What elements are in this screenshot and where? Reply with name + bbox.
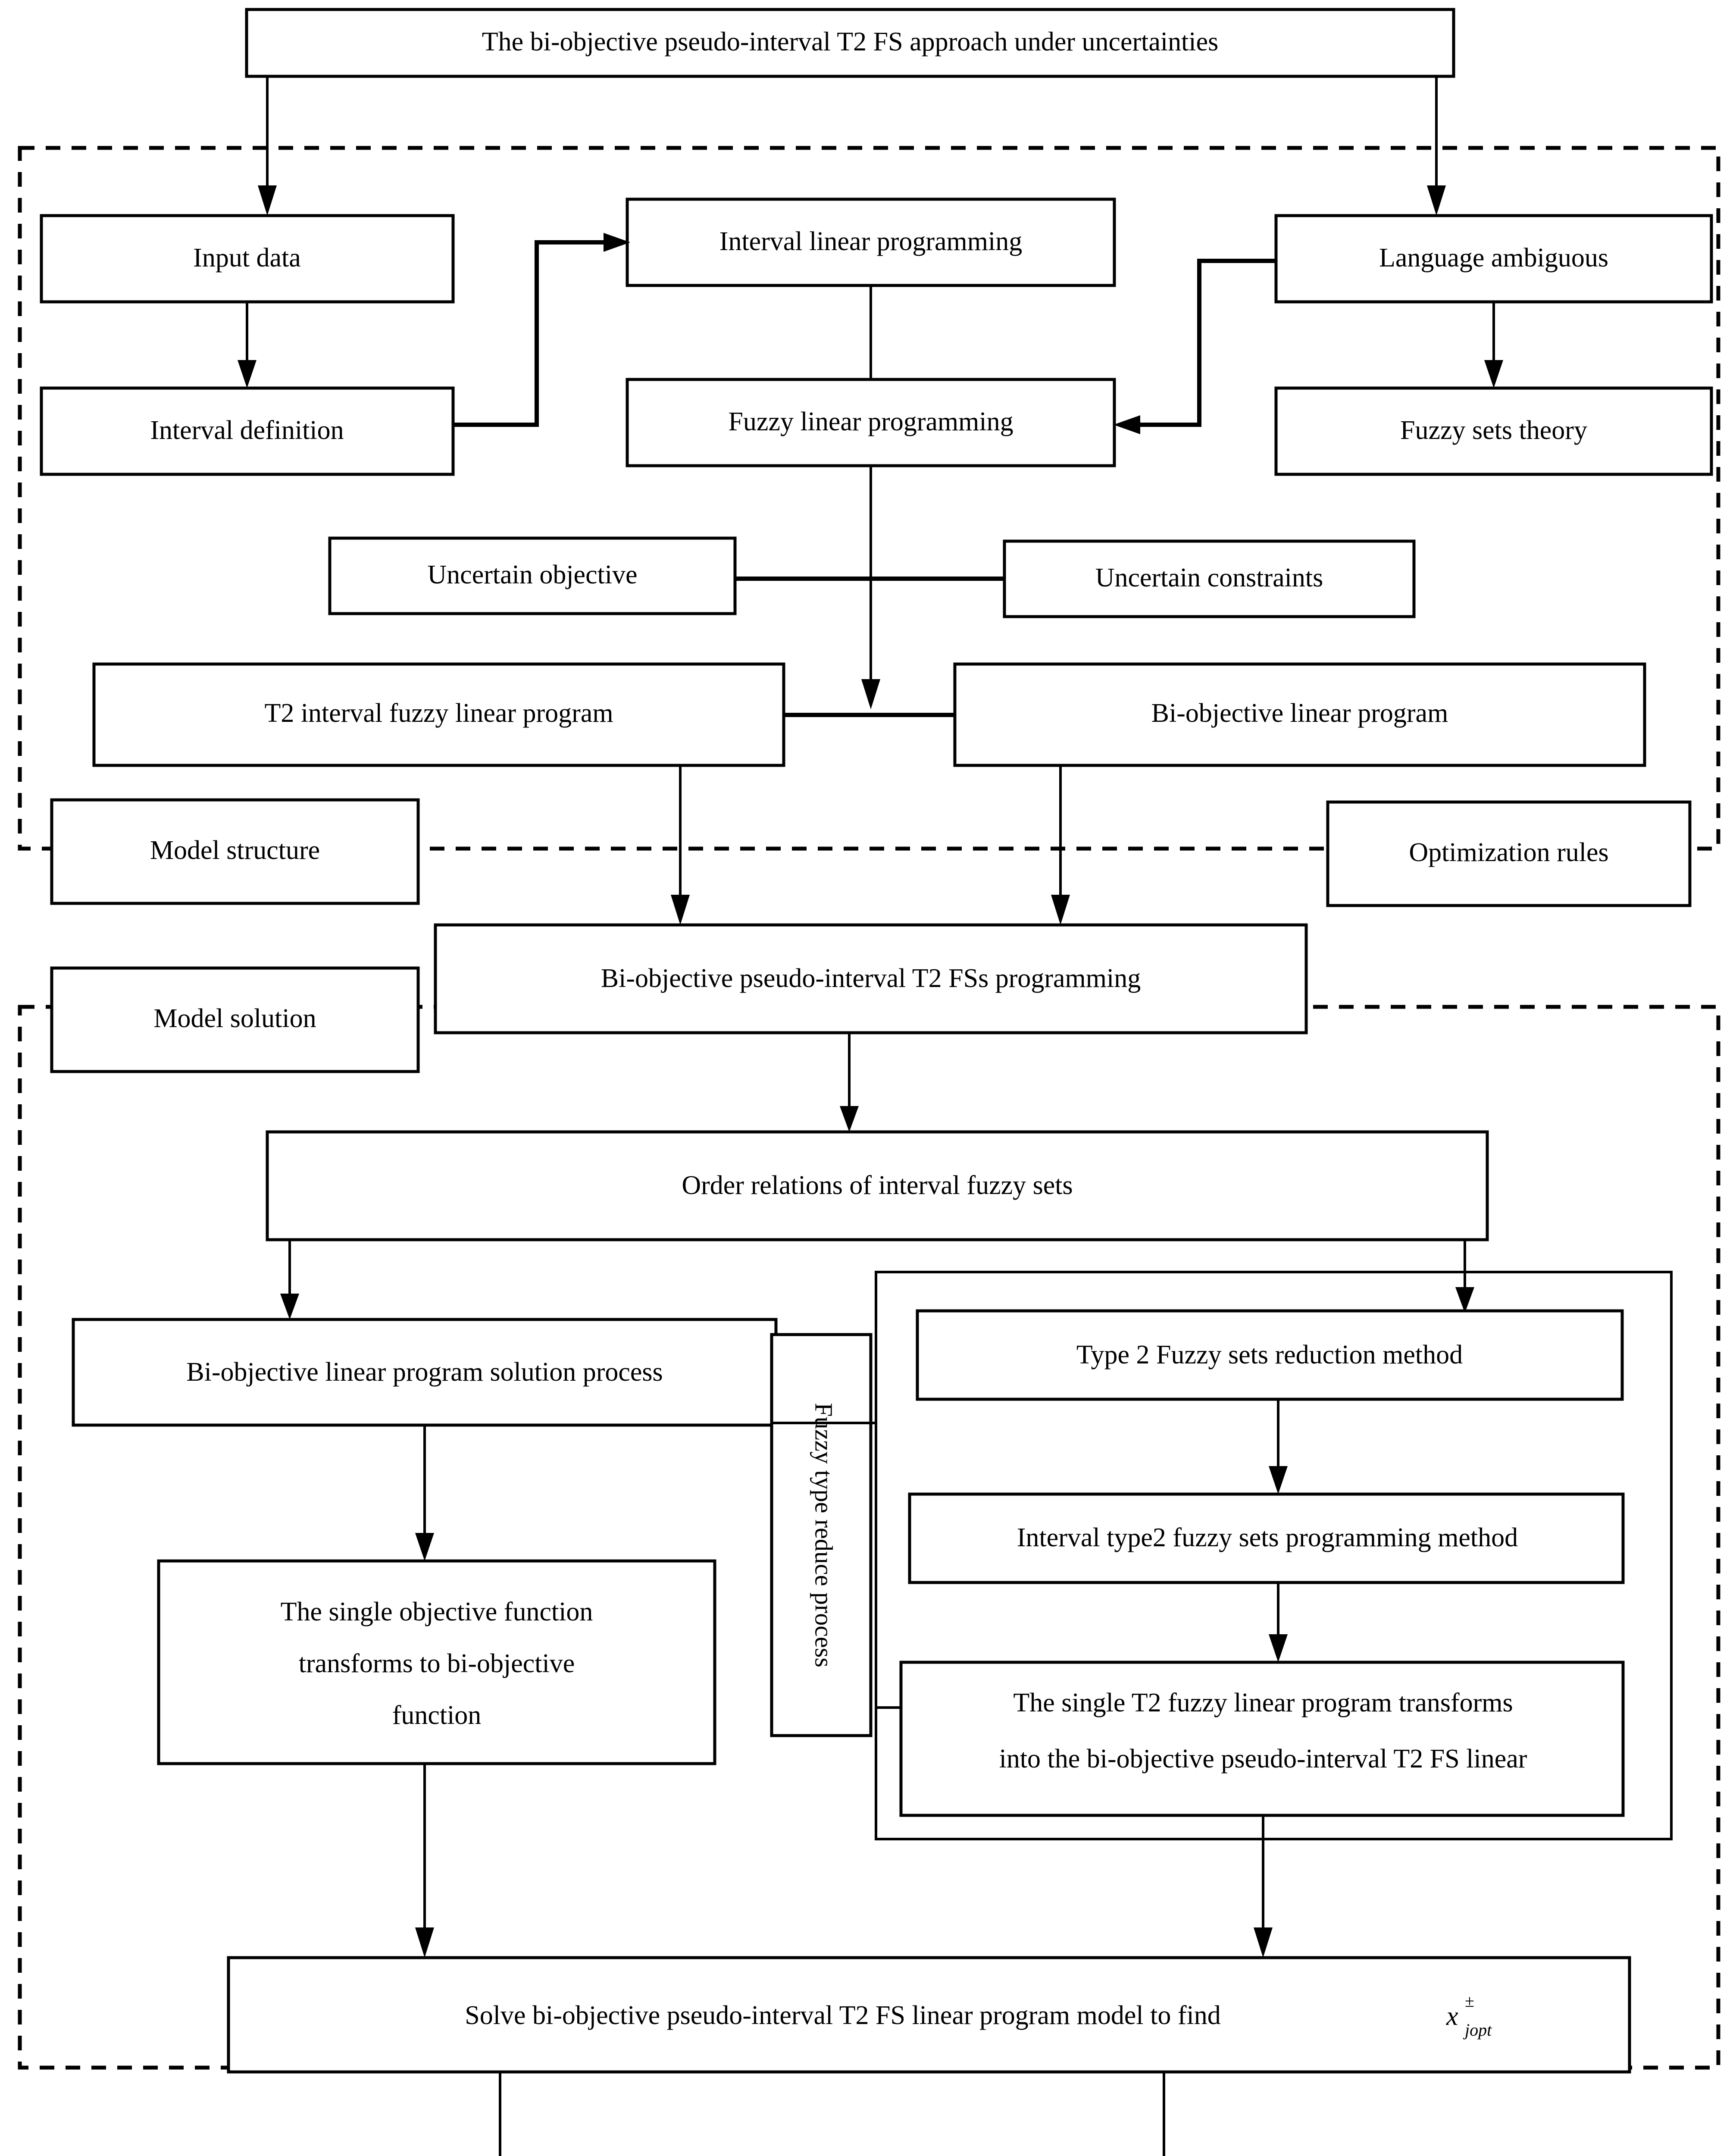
- edge-intervaldef-to-intervallp: [453, 240, 604, 427]
- order-relations-box: [266, 1130, 1489, 1241]
- uncertain-objective-box: [328, 536, 737, 615]
- fuzzy-type-reduce-process-box: [770, 1333, 873, 1737]
- arrowhead-language-to-fuzzylp: [1114, 415, 1140, 434]
- arrowhead-pseudointerval-to-orderrelations: [840, 1106, 859, 1132]
- single-t2-transform-line2: into the bi-objective pseudo-interval T2…: [999, 1744, 1527, 1774]
- arrowhead-t2-to-pseudointerval: [671, 895, 690, 925]
- language-ambiguous-label: Language ambiguous: [1379, 243, 1608, 273]
- type2-fuzzy-sets-reduction-method-box: [916, 1309, 1624, 1401]
- arrowhead-fuzzylp-to-t2row: [861, 679, 880, 709]
- fuzzy-linear-programming-label: Fuzzy linear programming: [728, 407, 1013, 436]
- solve-model-label: Solve bi-objective pseudo-interval T2 FS…: [465, 2001, 1220, 2030]
- solve-model-subscript: jopt: [1463, 2020, 1492, 2040]
- model-structure-box: [50, 798, 420, 905]
- pseudo-interval-t2-fss-programming-label: Bi-objective pseudo-interval T2 FSs prog…: [601, 964, 1141, 993]
- interval-definition-box: [40, 386, 455, 476]
- model-solution-label: Model solution: [153, 1004, 316, 1033]
- input-data-label: Input data: [193, 243, 301, 273]
- arrowhead-orderrelations-to-leftbranch: [280, 1294, 299, 1319]
- arrowhead-reduction-to-intervaltype2: [1269, 1466, 1288, 1494]
- pseudo-interval-t2-fss-programming-box: [434, 923, 1308, 1034]
- interval-type2-fuzzy-sets-programming-method-label: Interval type2 fuzzy sets programming me…: [1017, 1523, 1518, 1552]
- model-structure-region-boundary: [18, 146, 1720, 851]
- bi-objective-linear-program-label: Bi-objective linear program: [1151, 699, 1448, 728]
- arrowhead-inputdata-to-intervaldef: [238, 360, 256, 388]
- solve-model-superscript: ±: [1465, 1991, 1474, 2011]
- fuzzy-type-reduce-group-border: [875, 1271, 1673, 1840]
- fuzzy-sets-theory-box: [1274, 386, 1713, 476]
- fuzzy-sets-theory-label: Fuzzy sets theory: [1400, 416, 1587, 445]
- interval-type2-fuzzy-sets-programming-method-box: [908, 1492, 1625, 1584]
- single-t2-transform-box: [899, 1661, 1625, 1817]
- arrowhead-intervaldef-to-intervallp: [604, 233, 630, 252]
- t2-interval-fuzzy-linear-program-box: [92, 662, 785, 767]
- model-solution-box: [50, 966, 420, 1073]
- arrowhead-title-to-language: [1427, 185, 1446, 216]
- solve-model-variable: x: [1446, 2002, 1458, 2031]
- interval-linear-programming-box: [626, 197, 1116, 287]
- single-objective-transform-line1: The single objective function: [281, 1597, 593, 1626]
- single-objective-transform-line3: function: [392, 1701, 482, 1730]
- solve-model-box: [227, 1956, 1631, 2074]
- uncertain-constraints-box: [1003, 539, 1416, 618]
- order-relations-label: Order relations of interval fuzzy sets: [682, 1171, 1073, 1200]
- title-label: The bi-objective pseudo-interval T2 FS a…: [482, 27, 1218, 56]
- single-objective-transform-line2: transforms to bi-objective: [299, 1649, 575, 1678]
- uncertain-objective-label: Uncertain objective: [427, 560, 637, 589]
- t2-interval-fuzzy-linear-program-label: T2 interval fuzzy linear program: [264, 699, 613, 728]
- arrowhead-biobjective-to-pseudointerval: [1051, 895, 1070, 925]
- edge-language-to-fuzzylp: [1140, 259, 1276, 427]
- arrowhead-transform-to-solve: [415, 1927, 434, 1958]
- single-objective-transform-box: [157, 1559, 716, 1765]
- bi-objective-lp-solution-process-label: Bi-objective linear program solution pro…: [186, 1357, 663, 1387]
- uncertain-constraints-label: Uncertain constraints: [1095, 563, 1323, 592]
- model-structure-label: Model structure: [150, 836, 320, 865]
- arrowhead-singlet2-to-solve: [1254, 1927, 1273, 1958]
- optimization-rules-box: [1326, 800, 1692, 907]
- interval-linear-programming-label: Interval linear programming: [719, 227, 1022, 256]
- fuzzy-type-reduce-process-label: Fuzzy type reduce process: [810, 1403, 838, 1667]
- bi-objective-lp-solution-process-box: [72, 1318, 778, 1427]
- arrowhead-language-to-fuzzysets: [1484, 360, 1503, 388]
- title-box: [245, 8, 1455, 78]
- interval-definition-label: Interval definition: [150, 416, 344, 445]
- arrowhead-orderrelations-to-rightbranch: [1455, 1287, 1474, 1313]
- bi-objective-linear-program-box: [953, 662, 1646, 767]
- arrowhead-title-to-inputdata: [258, 185, 277, 216]
- input-data-box: [40, 214, 455, 304]
- arrowhead-solutionprocess-to-transform: [415, 1533, 434, 1561]
- optimization-rules-label: Optimization rules: [1409, 838, 1608, 867]
- type2-fuzzy-sets-reduction-method-label: Type 2 Fuzzy sets reduction method: [1076, 1340, 1463, 1369]
- single-t2-transform-line1: The single T2 fuzzy linear program trans…: [1013, 1688, 1513, 1717]
- arrowhead-intervaltype2-to-singlet2: [1269, 1634, 1288, 1662]
